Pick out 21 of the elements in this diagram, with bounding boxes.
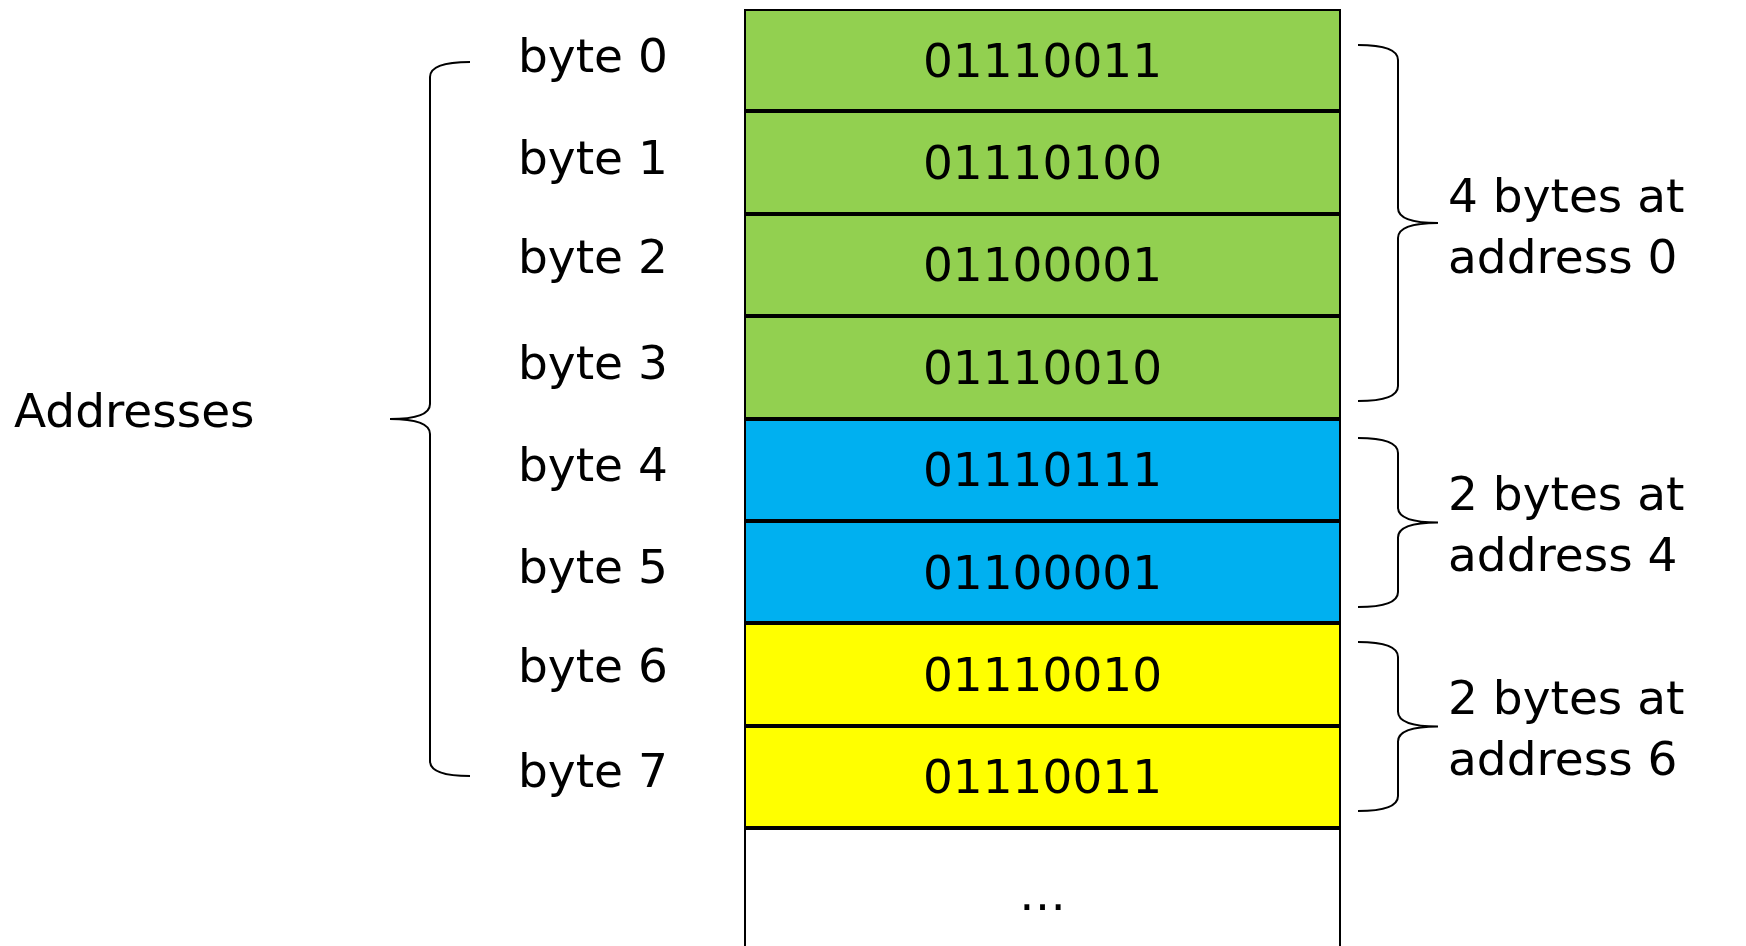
memory-cell: 01110010: [744, 316, 1341, 419]
byte-label: byte 7: [518, 741, 668, 800]
memory-cell: 01110011: [744, 9, 1341, 112]
empty-memory-cell: …: [744, 828, 1341, 946]
memory-cell: 01110010: [744, 623, 1341, 726]
byte-label: byte 5: [518, 537, 668, 596]
byte-label: byte 0: [518, 26, 668, 85]
memory-cell: 01110100: [744, 111, 1341, 214]
group-label: 2 bytes at address 4: [1448, 465, 1686, 585]
byte-label: byte 1: [518, 128, 668, 187]
byte-label: byte 6: [518, 636, 668, 695]
byte-label: byte 2: [518, 227, 668, 286]
memory-cell: 01110111: [744, 418, 1341, 521]
axis-label: Addresses: [14, 381, 255, 440]
memory-cell: 01100001: [744, 213, 1341, 317]
group-label: 2 bytes at address 6: [1448, 669, 1686, 789]
memory-cell: 01100001: [744, 521, 1341, 624]
byte-label: byte 3: [518, 333, 668, 392]
byte-label: byte 4: [518, 435, 668, 494]
group-label: 4 bytes at address 0: [1448, 167, 1686, 287]
memory-cell: 01110011: [744, 725, 1341, 829]
